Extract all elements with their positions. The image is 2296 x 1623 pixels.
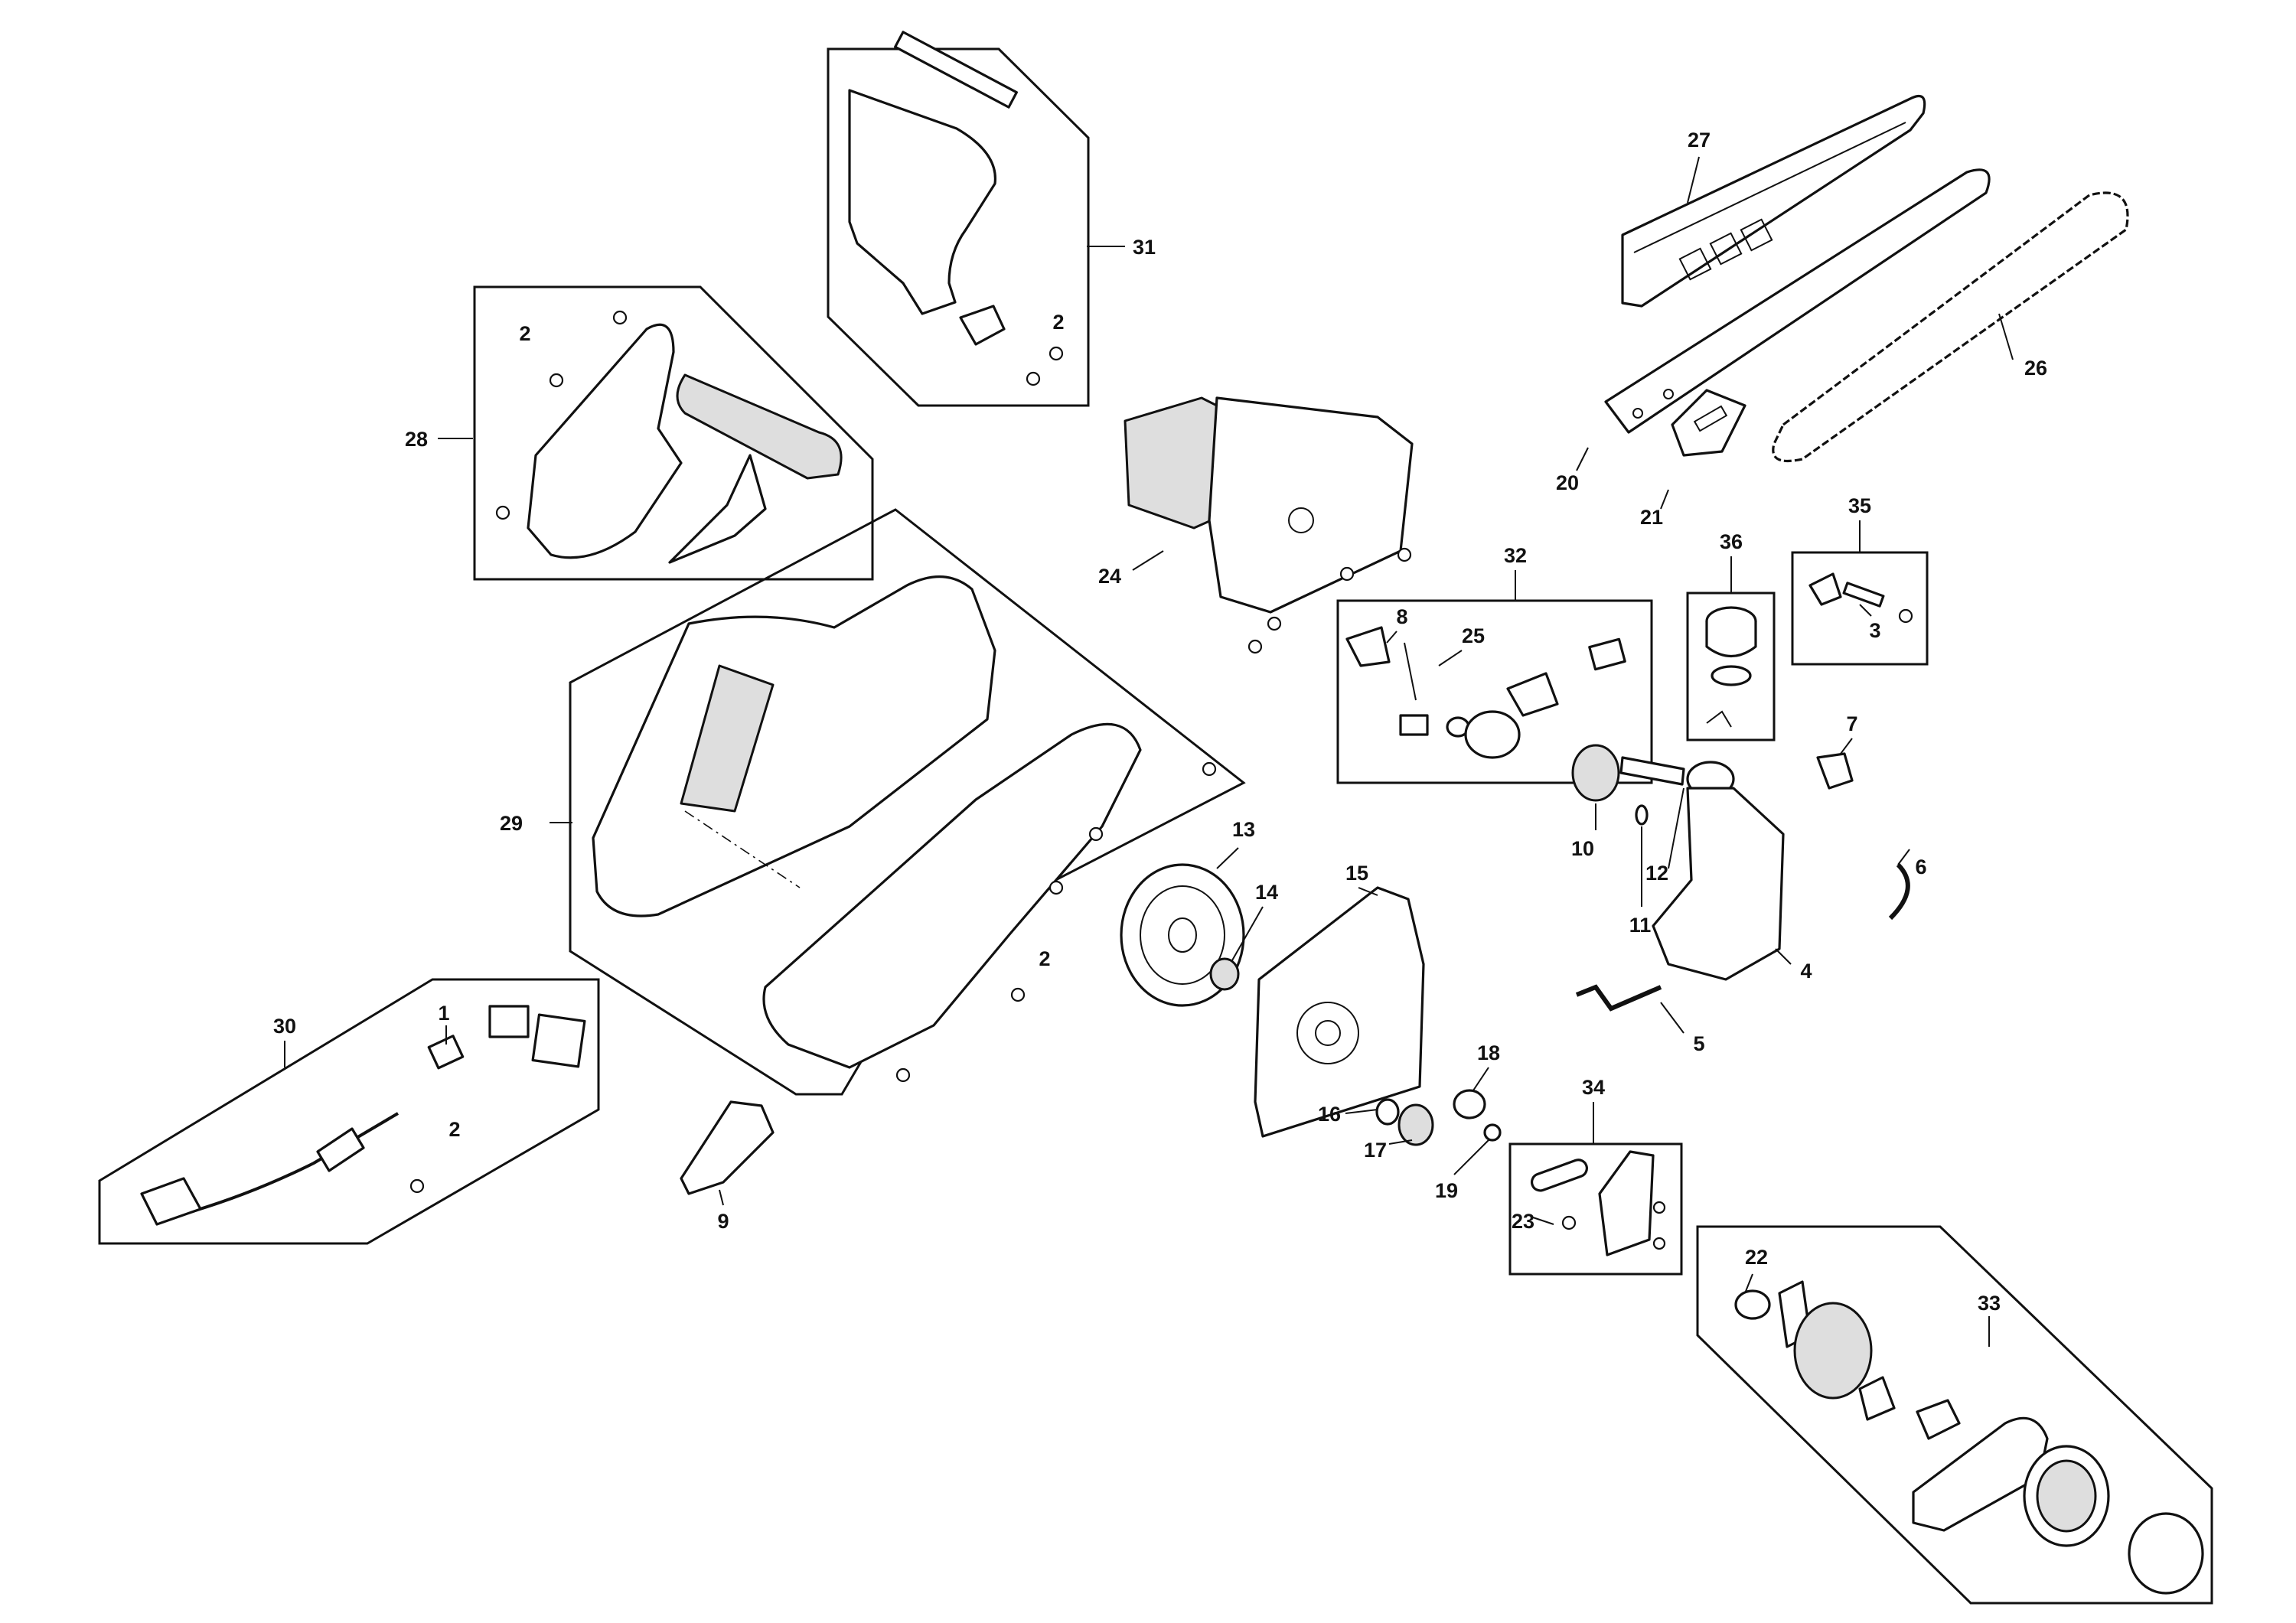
part-12-shaft: [1619, 756, 1685, 786]
part-28-handle-cover: [495, 310, 843, 564]
callout-31: 31: [1133, 236, 1156, 259]
part-11-ring: [1635, 804, 1649, 826]
group-frame-31: [827, 47, 1090, 407]
callout-1: 1: [438, 1002, 449, 1025]
callout-6: 6: [1915, 855, 1926, 878]
group-frame-30: [98, 978, 600, 1245]
callout-14: 14: [1255, 881, 1278, 904]
callout-32: 32: [1504, 544, 1527, 567]
part-36-oil-cap: [1705, 606, 1757, 728]
part-17-sprocket: [1397, 1103, 1434, 1146]
part-18-washer: [1453, 1089, 1486, 1119]
callout-25: 25: [1462, 624, 1485, 647]
callout-15: 15: [1345, 862, 1368, 885]
part-32-switch-parts: [1345, 626, 1626, 759]
group-frame-35: [1791, 551, 1929, 666]
callout-4: 4: [1800, 960, 1812, 983]
part-6-hose: [1888, 862, 1910, 921]
part-21-plate: [1671, 389, 1746, 457]
part-33-tensioner: [1734, 1280, 2204, 1595]
callout-24: 24: [1098, 565, 1121, 588]
callout-labels: 27 26 31 2 2 28 20 21 35 36 32 24 3 8 25…: [273, 129, 2047, 1315]
callout-7: 7: [1846, 712, 1857, 735]
callout-2d: 2: [448, 1118, 460, 1141]
part-15-gear-housing: [1254, 886, 1425, 1138]
part-10-gear: [1571, 744, 1620, 802]
callout-10: 10: [1571, 837, 1594, 860]
part-16-bushing: [1375, 1098, 1400, 1126]
callout-34: 34: [1582, 1076, 1605, 1099]
part-35-adjuster: [1808, 572, 1913, 624]
callout-35: 35: [1848, 494, 1871, 517]
callout-29: 29: [500, 812, 523, 835]
part-30-power-cable: [140, 1005, 586, 1226]
callout-2c: 2: [1039, 947, 1050, 970]
callout-12: 12: [1645, 862, 1668, 885]
callout-18: 18: [1477, 1041, 1500, 1064]
part-5-oil-hose: [1575, 984, 1662, 1012]
group-frame-32: [1336, 599, 1653, 784]
callout-2a: 2: [1052, 311, 1064, 334]
callout-30: 30: [273, 1015, 296, 1038]
callout-20: 20: [1556, 471, 1579, 494]
part-29-housing: [592, 575, 1217, 1083]
callout-2b: 2: [519, 322, 530, 345]
group-frame-33: [1696, 1225, 2213, 1605]
callout-19: 19: [1435, 1179, 1458, 1202]
callout-22: 22: [1745, 1246, 1768, 1269]
part-4-oil-tank: [1652, 761, 1785, 981]
group-frame-28: [473, 285, 874, 581]
leader-lines: [284, 156, 2014, 1347]
callout-11: 11: [1629, 914, 1652, 937]
callout-21: 21: [1640, 506, 1663, 529]
callout-13: 13: [1232, 818, 1255, 841]
part-31-handguard: [848, 31, 1064, 386]
callout-23: 23: [1512, 1210, 1534, 1233]
part-7-pump: [1816, 752, 1854, 790]
callout-27: 27: [1688, 129, 1711, 152]
group-frame-36: [1686, 592, 1776, 741]
callout-5: 5: [1693, 1032, 1704, 1055]
callout-8: 8: [1396, 605, 1407, 628]
callout-16: 16: [1318, 1103, 1341, 1126]
callout-9: 9: [717, 1210, 729, 1233]
part-14-bearing: [1209, 957, 1240, 991]
part-9-trigger: [680, 1100, 775, 1195]
part-34-brake-parts: [1530, 1150, 1666, 1256]
callout-3: 3: [1869, 619, 1880, 642]
callout-36: 36: [1720, 530, 1743, 553]
part-19-ring: [1483, 1123, 1502, 1142]
callout-28: 28: [405, 428, 428, 451]
group-frames: [98, 47, 2213, 1605]
callout-26: 26: [2024, 357, 2047, 380]
part-26-chain: [1772, 191, 2129, 463]
callout-17: 17: [1364, 1139, 1387, 1162]
part-27-bar-cover: [1621, 94, 1926, 308]
part-24-motor: [1124, 396, 1414, 654]
group-frame-34: [1508, 1142, 1683, 1276]
part-20-guide-bar: [1604, 168, 1991, 434]
callout-33: 33: [1978, 1292, 2001, 1315]
